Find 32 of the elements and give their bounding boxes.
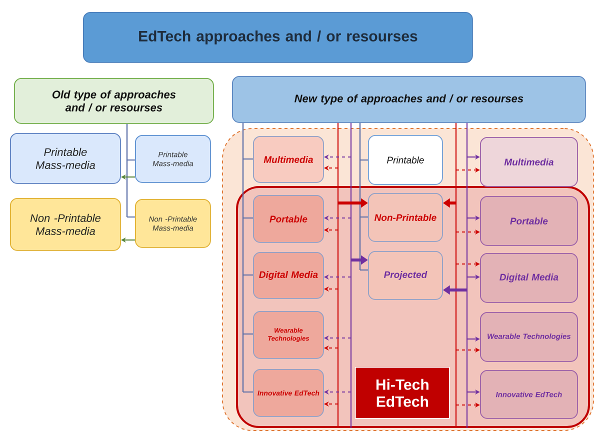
media-box: Digital Media (480, 253, 578, 303)
connector-line (243, 158, 253, 160)
heading-box: New type of approaches and / or resourses (232, 76, 586, 123)
media-box: Printable Mass-media (10, 133, 121, 184)
media-box: Printable (368, 135, 443, 185)
connector-line (337, 122, 339, 428)
connector-line (243, 274, 253, 276)
connector-line (466, 122, 468, 428)
connector-line (455, 122, 457, 428)
connector-line (243, 333, 253, 335)
media-box: Digital Media (253, 252, 324, 299)
heading-box: Old type of approaches and / or resourses (14, 78, 214, 124)
media-box: Non-Printable (368, 193, 443, 242)
media-box: Non -Printable Mass-media (10, 198, 121, 251)
connector-line (359, 122, 361, 270)
connector-line (126, 124, 128, 217)
media-box: Portable (480, 196, 578, 246)
connector-line (243, 217, 253, 219)
media-box: Portable (253, 195, 324, 243)
connector-line (360, 159, 368, 161)
label-box: Hi-Tech EdTech (355, 367, 450, 419)
connector-line (350, 122, 352, 428)
connector-line (127, 216, 135, 218)
connector-line (127, 159, 135, 161)
title-box: EdTech approaches and / or resourses (83, 12, 473, 63)
connector-line (360, 216, 368, 218)
media-box: Multimedia (253, 136, 324, 183)
media-box: Projected (368, 251, 443, 300)
connector-line (243, 391, 253, 393)
connector-line (360, 269, 368, 271)
connector-line (242, 122, 244, 392)
media-box: Multimedia (480, 137, 578, 187)
